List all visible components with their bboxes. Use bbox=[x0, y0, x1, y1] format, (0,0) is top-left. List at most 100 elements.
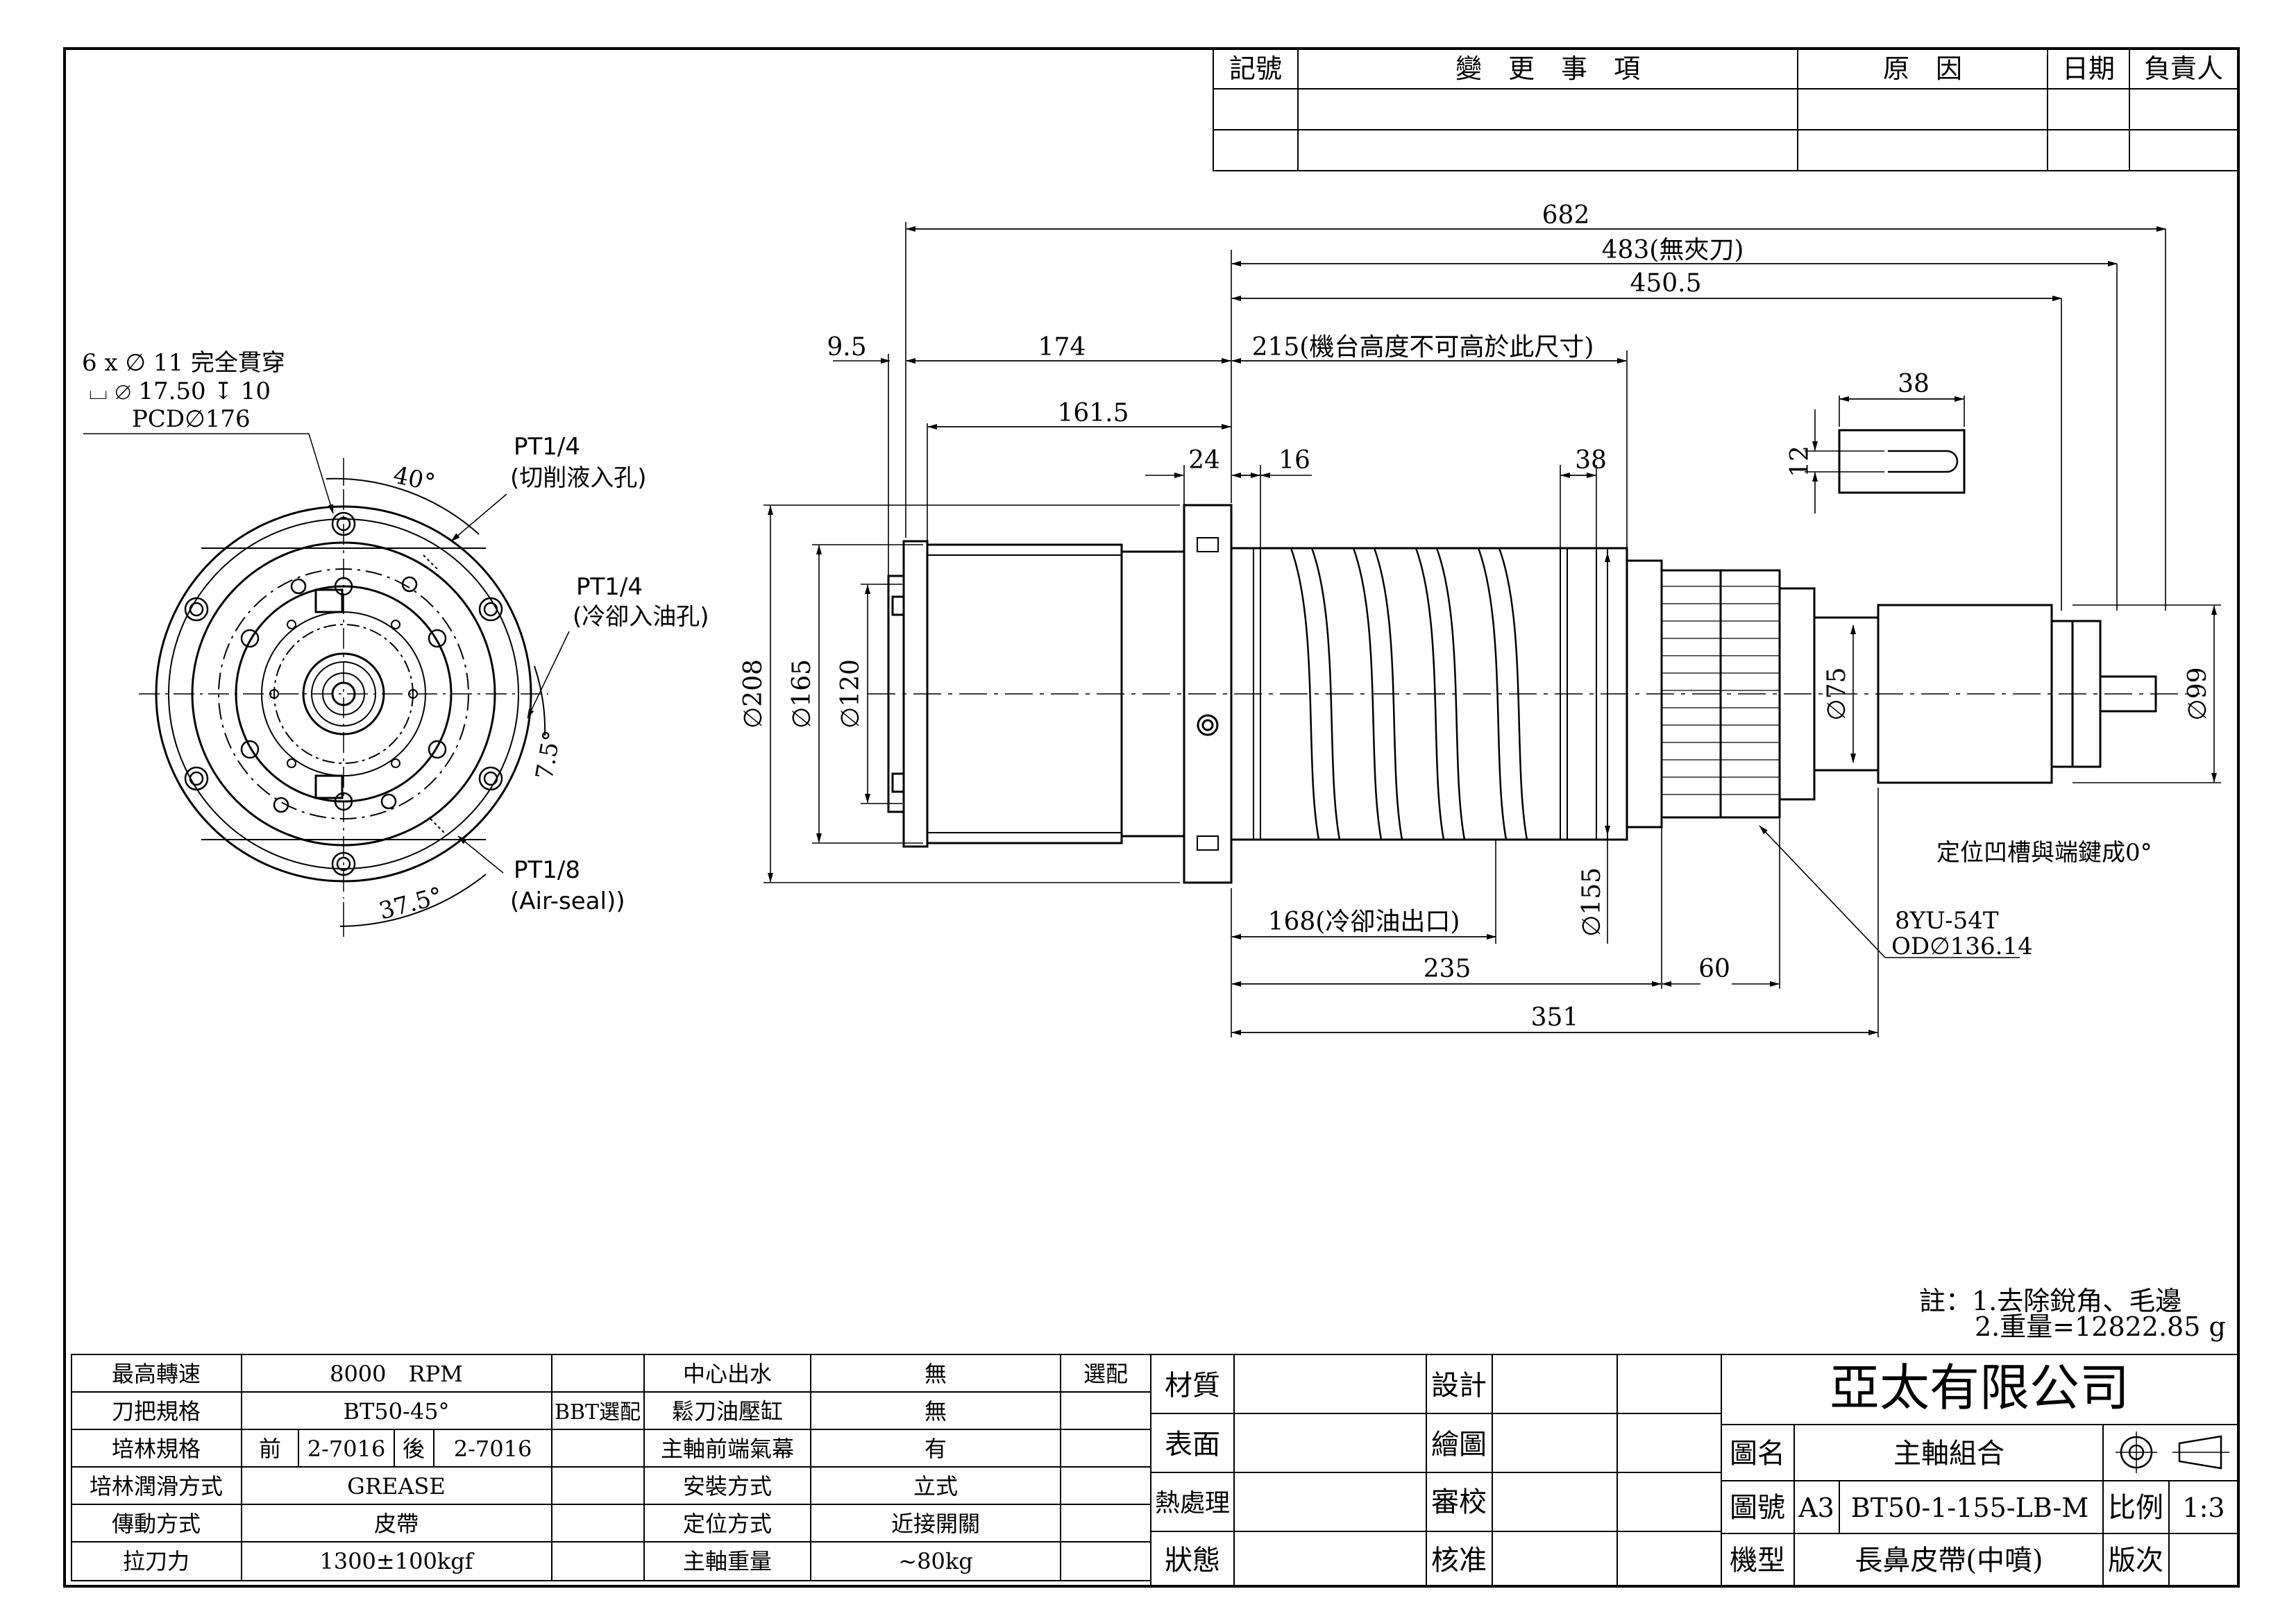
tb-heat-label: 熱處理 bbox=[1155, 1489, 1230, 1518]
hole-note-3: PCD∅176 bbox=[132, 405, 251, 433]
title-block bbox=[1150, 1354, 2239, 1587]
spec-r4-value2: 立式 bbox=[913, 1473, 958, 1499]
rev-header-reason: 原 因 bbox=[1883, 53, 1962, 84]
port-cutting-1: PT1/4 bbox=[514, 433, 580, 461]
port-cutting-2: (切削液入孔) bbox=[510, 464, 647, 492]
front-view bbox=[83, 433, 570, 937]
spec-r2-label2: 鬆刀油壓缸 bbox=[672, 1398, 783, 1425]
dim-12: 12 bbox=[1786, 445, 1814, 477]
spec-r3-label2: 主軸前端氣幕 bbox=[661, 1436, 794, 1462]
spec-r3-rear-value: 2-7016 bbox=[454, 1436, 532, 1462]
spec-table bbox=[71, 1354, 1151, 1581]
spec-r2-label: 刀把規格 bbox=[112, 1398, 201, 1425]
dim-9-5: 9.5 bbox=[827, 333, 866, 362]
spec-r6-label2: 主軸重量 bbox=[683, 1548, 772, 1574]
spec-r2-value2: 無 bbox=[925, 1398, 947, 1425]
dim-235: 235 bbox=[1424, 955, 1471, 983]
hole-note-1: 6 x ∅ 11 完全貫穿 bbox=[82, 349, 285, 377]
note-2: 2.重量=12822.85 g bbox=[1975, 1311, 2226, 1342]
dim-38-key: 38 bbox=[1898, 370, 1930, 398]
spec-r3-label: 培林規格 bbox=[112, 1436, 201, 1462]
angle-7-5-label: 7.5° bbox=[530, 729, 566, 782]
spec-r6-value2: ~80kg bbox=[898, 1548, 972, 1574]
dim-168: 168(冷卻油出口) bbox=[1268, 908, 1460, 936]
belt-note-2: OD∅136.14 bbox=[1891, 933, 2033, 960]
port-oil-2: (冷卻入油孔) bbox=[573, 603, 709, 631]
tb-check-label: 審校 bbox=[1431, 1486, 1487, 1518]
spec-r3-front: 前 bbox=[259, 1436, 281, 1462]
dim-682: 682 bbox=[1542, 201, 1590, 230]
spec-r4-value: GREASE bbox=[347, 1473, 445, 1499]
tb-scale-value: 1:3 bbox=[2182, 1493, 2225, 1523]
rev-header-date: 日期 bbox=[2062, 53, 2115, 84]
dim-dia-208: ∅208 bbox=[739, 659, 768, 729]
spec-r1-label: 最高轉速 bbox=[112, 1361, 201, 1387]
tb-model-label: 機型 bbox=[1730, 1545, 1785, 1577]
spec-r2-value: BT50-45° bbox=[343, 1398, 449, 1425]
spec-r3-value2: 有 bbox=[925, 1436, 947, 1462]
tb-status-label: 狀態 bbox=[1165, 1545, 1220, 1577]
spec-r5-label2: 定位方式 bbox=[683, 1511, 772, 1537]
tb-model-value: 長鼻皮帶(中噴) bbox=[1855, 1545, 2043, 1577]
dim-dia-99: ∅99 bbox=[2184, 667, 2212, 720]
tb-draw-label: 繪圖 bbox=[1431, 1429, 1487, 1461]
dim-dia-75: ∅75 bbox=[1823, 667, 1851, 720]
port-air-2: (Air-seal)) bbox=[510, 887, 625, 915]
spec-r3-front-value: 2-7016 bbox=[307, 1436, 386, 1462]
projection-symbol-icon bbox=[2116, 1431, 2229, 1473]
company-name: 亞太有限公司 bbox=[1830, 1359, 2129, 1417]
spec-r6-value: 1300±100kgf bbox=[319, 1548, 474, 1574]
spec-r4-label2: 安裝方式 bbox=[683, 1473, 772, 1499]
spec-r6-label: 拉刀力 bbox=[123, 1548, 189, 1574]
rev-header-change: 變 更 事 項 bbox=[1455, 53, 1640, 84]
rev-header-owner: 負責人 bbox=[2144, 53, 2223, 84]
spec-r2-option: BBT選配 bbox=[555, 1400, 641, 1425]
rev-header-mark: 記號 bbox=[1229, 53, 1282, 84]
note-1: 註：1.去除銳角、毛邊 bbox=[1919, 1286, 2181, 1316]
dim-16: 16 bbox=[1278, 446, 1310, 475]
spec-r5-label: 傳動方式 bbox=[112, 1511, 201, 1537]
dim-dia-120: ∅120 bbox=[836, 659, 865, 729]
dim-215: 215(機台高度不可高於此尺寸) bbox=[1252, 333, 1594, 362]
angle-37-5-label: 37.5° bbox=[376, 882, 446, 926]
dim-38: 38 bbox=[1575, 446, 1607, 475]
belt-note-1: 8YU-54T bbox=[1895, 907, 1999, 935]
tb-approve-label: 核准 bbox=[1431, 1545, 1487, 1577]
dim-60: 60 bbox=[1698, 955, 1730, 983]
tb-no-label: 圖號 bbox=[1730, 1492, 1785, 1524]
dim-174: 174 bbox=[1038, 333, 1086, 362]
tb-version-label: 版次 bbox=[2108, 1545, 2163, 1577]
hole-note-2: ⌴ ∅ 17.50 ↧ 10 bbox=[89, 377, 271, 405]
dim-24: 24 bbox=[1188, 446, 1220, 475]
dim-450: 450.5 bbox=[1630, 269, 1701, 298]
tb-name-value: 主軸組合 bbox=[1893, 1438, 2004, 1470]
side-view bbox=[868, 429, 2200, 884]
tb-surface-label: 表面 bbox=[1165, 1429, 1220, 1461]
tb-design-label: 設計 bbox=[1431, 1370, 1487, 1402]
port-air-1: PT1/8 bbox=[514, 856, 580, 884]
dimension-lines bbox=[763, 222, 2221, 1037]
tb-scale-label: 比例 bbox=[2108, 1492, 2163, 1524]
port-oil-1: PT1/4 bbox=[576, 573, 643, 601]
dim-483: 483(無夾刀) bbox=[1602, 236, 1744, 264]
dim-161-5: 161.5 bbox=[1057, 399, 1129, 427]
spec-r5-value: 皮帶 bbox=[374, 1511, 419, 1537]
spec-r4-label: 培林潤滑方式 bbox=[90, 1473, 223, 1499]
revision-table bbox=[1213, 48, 2239, 171]
tb-drawing-number: BT50-1-155-LB-M bbox=[1851, 1493, 2088, 1523]
spec-r1-value2: 無 bbox=[925, 1361, 947, 1387]
dim-dia-155: ∅155 bbox=[1578, 867, 1606, 937]
dim-351: 351 bbox=[1531, 1003, 1579, 1032]
spec-r3-rear: 後 bbox=[403, 1436, 425, 1462]
tb-size: A3 bbox=[1798, 1493, 1834, 1523]
dim-dia-165: ∅165 bbox=[788, 659, 816, 729]
spec-r1-label2: 中心出水 bbox=[683, 1361, 772, 1387]
tb-material-label: 材質 bbox=[1165, 1370, 1220, 1402]
spec-r1-option: 選配 bbox=[1083, 1361, 1128, 1387]
tb-name-label: 圖名 bbox=[1730, 1438, 1785, 1470]
angle-40-label: 40° bbox=[391, 461, 437, 498]
key-orientation-note: 定位凹槽與端鍵成0° bbox=[1936, 839, 2152, 867]
spec-r1-value: 8000 RPM bbox=[330, 1361, 463, 1387]
spec-r5-value2: 近接開關 bbox=[891, 1511, 980, 1537]
